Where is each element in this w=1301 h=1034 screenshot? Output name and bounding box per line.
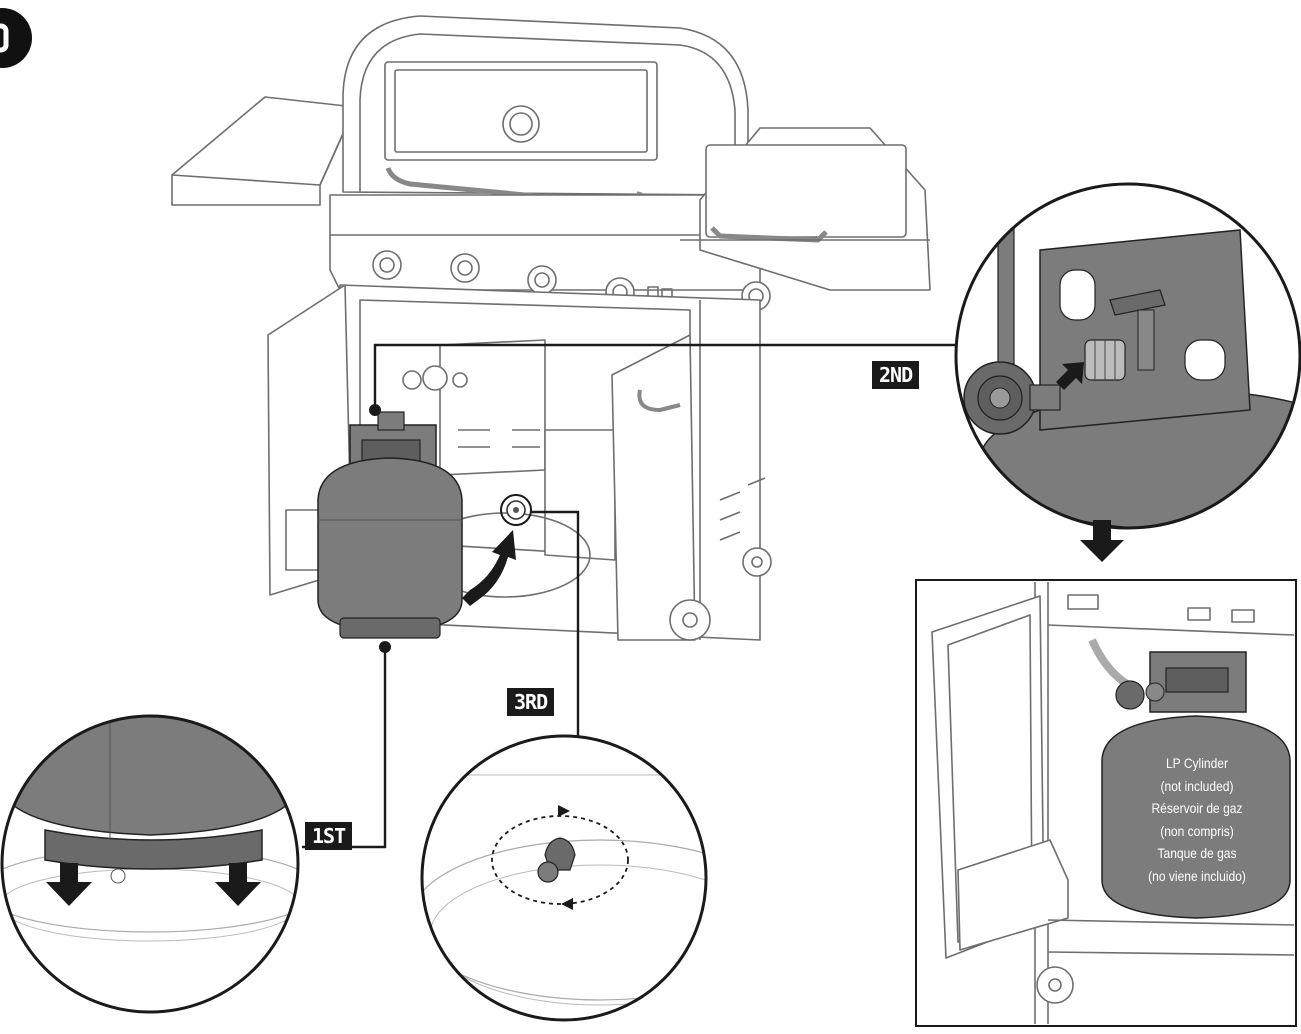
caption-line-2: (not included)	[1160, 777, 1234, 794]
caption-line-5: Tanque de gas	[1157, 845, 1237, 861]
caption-line-3: Réservoir de gaz	[1151, 800, 1243, 816]
down-arrow-icon	[46, 863, 92, 906]
insert-arrow-icon	[1056, 362, 1084, 390]
rotate-arrow-icon	[558, 805, 570, 817]
caption-line-4: (non compris)	[1160, 822, 1234, 839]
lp-cylinder	[317, 411, 463, 639]
cylinder-caption: LP Cylinder (not included) Réservoir de …	[1116, 752, 1278, 887]
grill-illustration	[171, 15, 931, 641]
callout-dot	[369, 404, 381, 416]
down-arrow-icon	[1080, 520, 1124, 562]
detail-circle-3	[420, 734, 708, 1022]
valve-highlight-circle	[500, 494, 532, 526]
detail-circle-1	[0, 714, 300, 1014]
caption-line-6: (no viene incluido)	[1148, 867, 1246, 884]
down-arrow-icon	[215, 863, 261, 906]
step-label-3rd: 3RD	[507, 688, 555, 716]
step-label-1st: 1ST	[305, 822, 353, 850]
push-arrow-icon	[462, 530, 516, 606]
callout-dot	[379, 641, 391, 653]
rotate-arrow-icon	[561, 898, 573, 910]
detail-circle-2	[954, 182, 1301, 530]
installed-cylinder-view	[915, 579, 1297, 1027]
step-number-badge	[0, 8, 32, 68]
step-label-2nd: 2ND	[872, 361, 920, 389]
caption-line-1: LP Cylinder	[1165, 755, 1229, 771]
